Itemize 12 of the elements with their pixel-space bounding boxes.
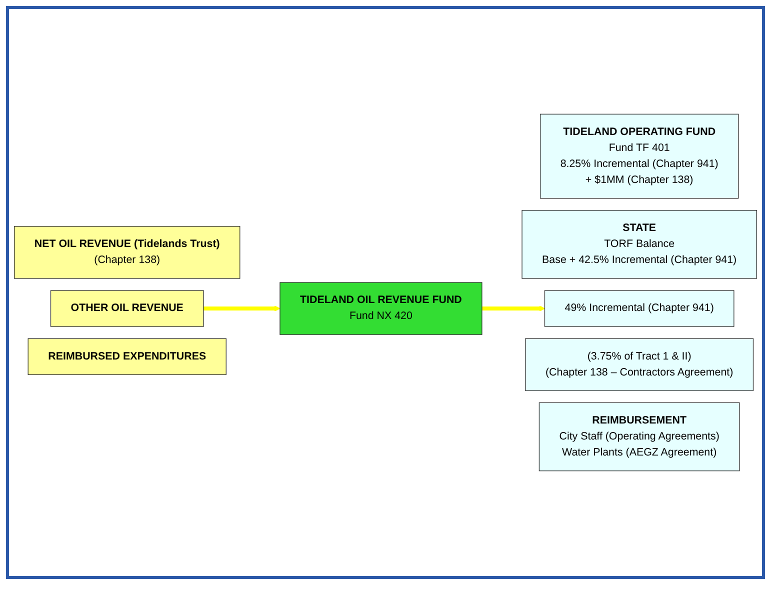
node-box (544, 290, 734, 327)
node-box (540, 114, 739, 199)
node-box (14, 226, 240, 279)
node-box (538, 402, 740, 472)
arrow (482, 306, 546, 312)
node-box (280, 282, 482, 335)
node-box (522, 210, 757, 279)
node-box (525, 338, 754, 392)
flowchart-drawing: NET OIL REVENUE (Tidelands Trust) (Chapter 138) OTHER OIL REVENUE REIMBURSED EXPENDITURES TIDELAND OIL REVENUE FUND Fund NX 420 TIDELAND OPERATING FUND Fund TF 401 8.25% Incremental (Chapter 941) + $1MM (Chapter 138) STATE TORF Balance Base + 42.5% Incremental (Chapter 941) 49% Incremental (Chapter 941) (3.75% of Tract 1 & II) (Chapter 138 – Contractors Agreement) REIMBURSEMENT City Staff (Operating Agreements) Water Plants (AEGZ Agreement) (9, 9, 762, 576)
node-box (28, 338, 226, 375)
arrow (203, 306, 280, 312)
node-box (50, 290, 204, 327)
